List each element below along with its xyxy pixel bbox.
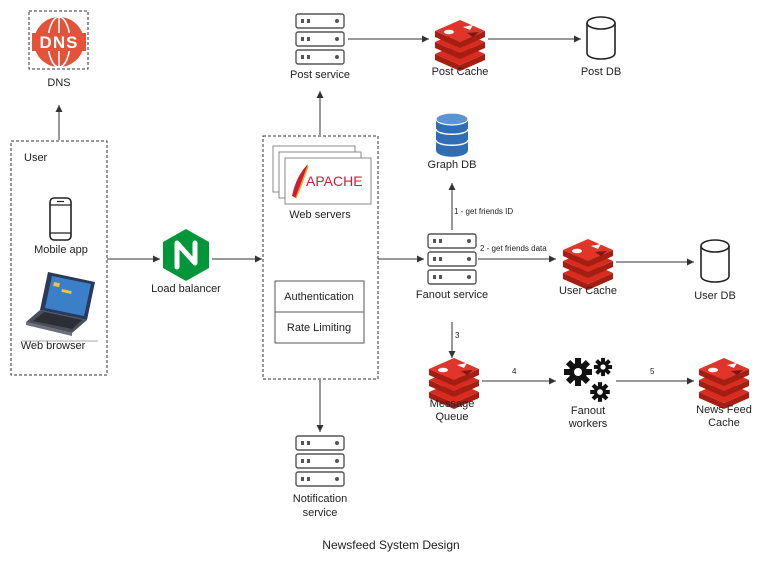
edge-label-step3: 3 — [455, 331, 460, 340]
user-cache-label: User Cache — [559, 285, 617, 297]
edge-label-get-friends-id: 1 - get friends ID — [454, 207, 513, 216]
post-service-server-icon — [295, 13, 345, 65]
post-db-label: Post DB — [581, 66, 621, 78]
edge-label-step4: 4 — [512, 367, 517, 376]
message-queue-label-2: Queue — [435, 411, 468, 423]
authentication-label: Authentication — [284, 291, 354, 303]
dns-label: DNS — [47, 77, 70, 89]
svg-text:DNS: DNS — [40, 33, 79, 52]
user-cache-redis-icon — [563, 239, 613, 290]
load-balancer-label: Load balancer — [151, 283, 221, 295]
notification-service-label-2: service — [303, 507, 338, 519]
fanout-workers-label-1: Fanout — [571, 405, 605, 417]
apache-icon: APACHE — [272, 145, 372, 205]
news-feed-cache-label-1: News Feed — [696, 404, 752, 416]
edge-label-get-friends-data: 2 - get friends data — [480, 244, 547, 253]
post-service-label: Post service — [290, 69, 350, 81]
phone-icon — [49, 197, 72, 241]
edge-label-step5: 5 — [650, 367, 655, 376]
news-feed-cache-redis-icon — [699, 358, 749, 409]
fanout-workers-label-2: workers — [568, 418, 608, 430]
web-servers-label: Web servers — [289, 209, 351, 221]
user-db-database-icon — [700, 239, 730, 283]
post-cache-label: Post Cache — [432, 66, 489, 78]
post-cache-redis-icon — [435, 20, 485, 71]
graph-db-database-icon — [435, 112, 469, 157]
nginx-icon — [163, 229, 209, 281]
gears-icon — [564, 357, 613, 402]
web-tier-box — [262, 135, 379, 380]
svg-text:APACHE: APACHE — [306, 173, 363, 189]
graph-db-label: Graph DB — [428, 159, 477, 171]
web-browser-label: Web browser — [21, 340, 86, 352]
notification-service-label-1: Notification — [293, 493, 347, 505]
fanout-service-server-icon — [427, 233, 477, 285]
diagram-title: Newsfeed System Design — [322, 538, 459, 552]
rate-limiting-label: Rate Limiting — [287, 322, 351, 334]
dns-box — [28, 10, 89, 70]
user-group-label: User — [24, 152, 48, 164]
mobile-app-label: Mobile app — [34, 244, 88, 256]
laptop-icon — [26, 272, 95, 336]
message-queue-label-1: Message — [430, 398, 475, 410]
user-group-box — [10, 140, 108, 376]
news-feed-cache-label-2: Cache — [708, 417, 740, 429]
fanout-service-label: Fanout service — [416, 289, 488, 301]
user-db-label: User DB — [694, 290, 736, 302]
post-db-database-icon — [586, 16, 616, 60]
notification-service-server-icon — [295, 435, 345, 487]
dns-logo-icon: DNS — [32, 16, 86, 68]
